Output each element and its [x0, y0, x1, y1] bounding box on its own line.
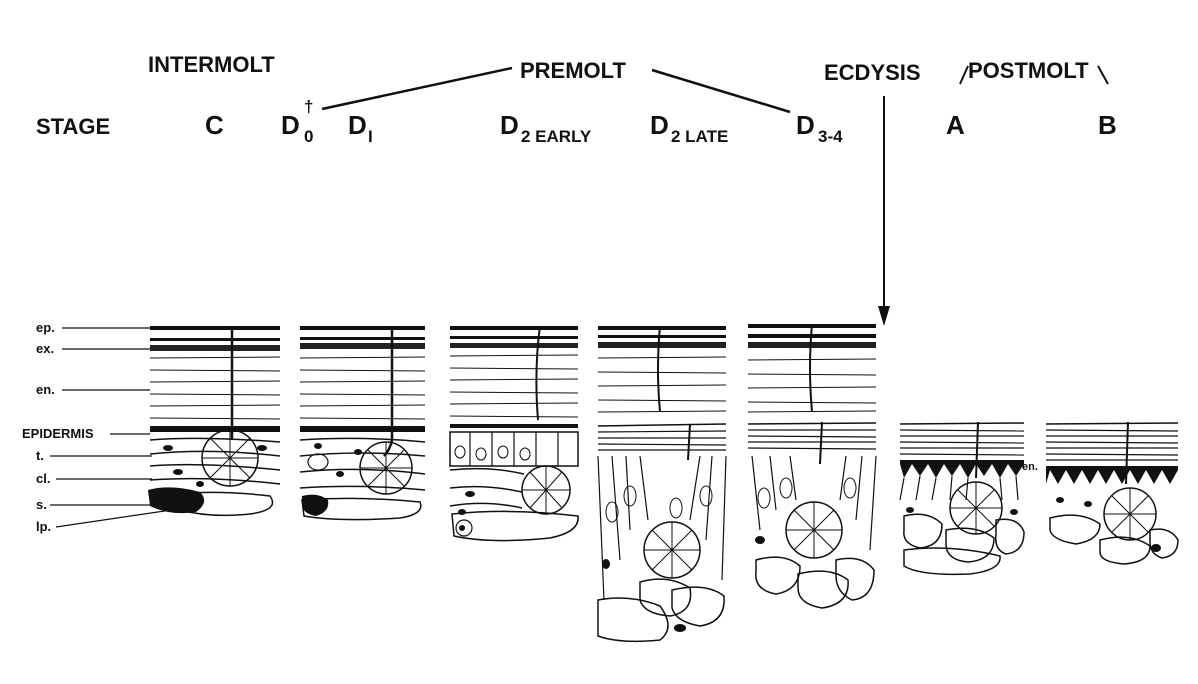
epidermis-cells: [148, 430, 280, 515]
label-t: t.: [36, 448, 44, 463]
cuticle-layers: [450, 326, 578, 428]
stage-d2-late: D 2 LATE: [650, 110, 728, 146]
cuticle-layers: [598, 326, 726, 412]
phase-postmolt: POSTMOLT: [968, 58, 1089, 83]
panel-stage-d2-early: [450, 326, 578, 541]
svg-text:2 LATE: 2 LATE: [671, 127, 728, 146]
new-cuticle: [598, 424, 726, 460]
svg-text:D: D: [650, 110, 669, 140]
svg-text:D: D: [500, 110, 519, 140]
stage-d0: D 0 †: [281, 97, 313, 146]
svg-text:D: D: [796, 110, 815, 140]
new-cuticle: [748, 422, 876, 464]
stage-label: STAGE: [36, 114, 110, 139]
epidermis-cells: [752, 456, 876, 608]
stage-d2-early: D 2 EARLY: [500, 110, 592, 146]
dagger-mark: †: [304, 97, 313, 116]
epidermis-cells: [598, 456, 726, 641]
epidermis-cells: [300, 438, 425, 519]
stage-a: A: [946, 110, 965, 140]
label-cl: cl.: [36, 471, 50, 486]
phase-ecdysis: ECDYSIS: [824, 60, 921, 85]
svg-text:D: D: [281, 110, 300, 140]
panel-stage-d2-late: [598, 326, 726, 641]
svg-text:3-4: 3-4: [818, 127, 843, 146]
panel-stage-c: [148, 326, 280, 515]
stage-d3-4: D 3-4: [796, 110, 843, 146]
panel-stage-d0-d1: [300, 326, 425, 520]
label-lp: lp.: [36, 519, 51, 534]
label-epidermis: EPIDERMIS: [22, 426, 94, 441]
epidermis-cells: [900, 460, 1024, 574]
label-ex: ex.: [36, 341, 54, 356]
cuticle-layers: [300, 326, 425, 456]
cuticle-layers: [150, 326, 280, 440]
svg-text:I: I: [368, 127, 373, 146]
stage-b: B: [1098, 110, 1117, 140]
svg-text:2 EARLY: 2 EARLY: [521, 127, 592, 146]
svg-text:0: 0: [304, 127, 313, 146]
label-en-postmolt: en.: [1022, 461, 1038, 473]
svg-text:D: D: [348, 110, 367, 140]
epidermis-cells: [1046, 466, 1178, 564]
panel-stage-d3-4: [748, 324, 876, 608]
epidermis-cells: [450, 432, 578, 541]
label-s: s.: [36, 497, 47, 512]
stage-c: C: [205, 110, 224, 140]
ecdysis-arrow: [878, 96, 890, 326]
label-ep: ep.: [36, 320, 55, 335]
cuticle-layers: [748, 324, 876, 412]
phase-premolt: PREMOLT: [520, 58, 626, 83]
panel-stage-a: [900, 422, 1024, 574]
panel-stage-b: [1046, 422, 1178, 564]
phase-intermolt: INTERMOLT: [148, 52, 275, 77]
label-en: en.: [36, 382, 55, 397]
stage-d1: D I: [348, 110, 373, 146]
